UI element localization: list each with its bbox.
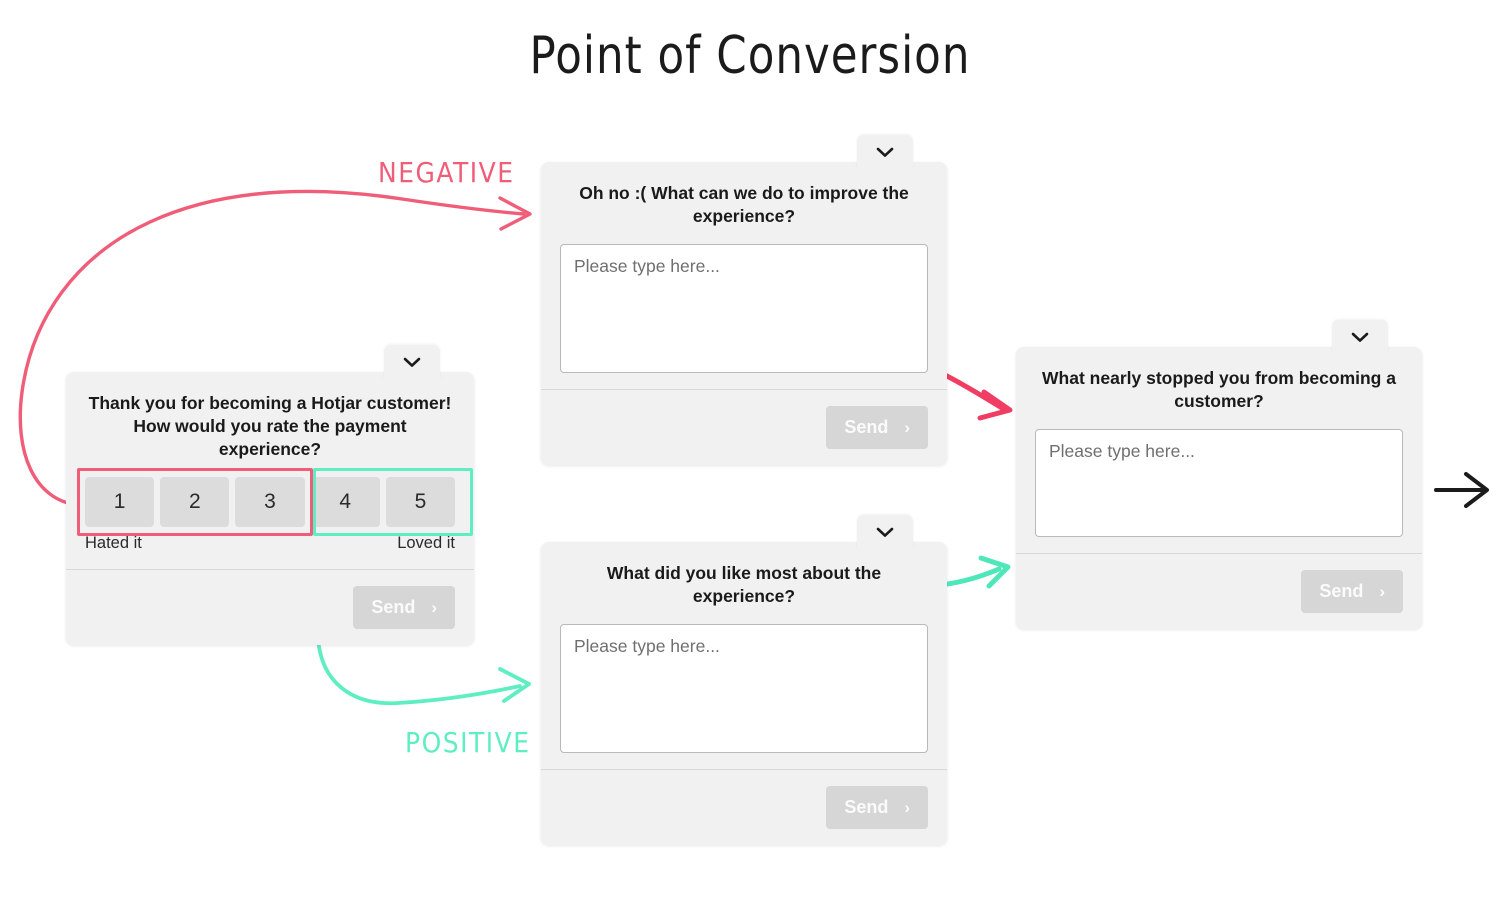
continue-right-arrow <box>1434 472 1489 508</box>
send-button-label: Send <box>1319 581 1364 602</box>
chevron-right-icon: › <box>904 798 910 818</box>
collapse-tab-followup[interactable] <box>1332 320 1388 354</box>
chevron-down-icon <box>403 357 421 367</box>
send-button-rating[interactable]: Send › <box>353 586 455 630</box>
rating-low-label: Hated it <box>85 534 142 553</box>
positive-branch-label: POSITIVE <box>405 726 531 759</box>
survey-card-rating: Thank you for becoming a Hotjar customer… <box>66 345 474 646</box>
rating-legend: Hated it Loved it <box>85 534 455 553</box>
rating-button-3[interactable]: 3 <box>235 477 305 528</box>
chevron-down-icon <box>1351 332 1369 342</box>
rating-scale: 1 2 3 4 5 <box>77 468 473 537</box>
card-body-rating: Thank you for becoming a Hotjar customer… <box>66 372 474 569</box>
card-footer-rating: Send › <box>66 569 474 645</box>
survey-card-positive: What did you like most about the experie… <box>541 515 947 846</box>
send-button-label: Send <box>844 417 889 438</box>
send-button-followup[interactable]: Send › <box>1301 570 1403 614</box>
chevron-right-icon: › <box>1379 582 1385 602</box>
question-text-followup: What nearly stopped you from becoming a … <box>1042 368 1396 412</box>
survey-card-negative: Oh no :( What can we do to improve the e… <box>541 135 947 466</box>
rating-button-5[interactable]: 5 <box>385 477 456 528</box>
send-button-negative[interactable]: Send › <box>826 406 928 450</box>
rating-high-label: Loved it <box>397 534 455 553</box>
chevron-right-icon: › <box>431 598 437 618</box>
collapse-tab-positive[interactable] <box>857 515 913 549</box>
answer-textarea-positive[interactable] <box>560 624 928 754</box>
chevron-down-icon <box>876 147 894 157</box>
rating-button-1[interactable]: 1 <box>85 477 155 528</box>
rating-button-4[interactable]: 4 <box>310 477 380 528</box>
chevron-right-icon: › <box>904 418 910 438</box>
send-button-label: Send <box>844 797 889 818</box>
card-footer-negative: Send › <box>541 389 947 465</box>
chevron-down-icon <box>876 527 894 537</box>
question-text-rating: Thank you for becoming a Hotjar customer… <box>88 393 452 460</box>
negative-to-followup-arrow <box>940 371 1013 421</box>
survey-card-followup: What nearly stopped you from becoming a … <box>1016 320 1422 630</box>
card-body-followup: What nearly stopped you from becoming a … <box>1016 347 1422 553</box>
negative-branch-label: NEGATIVE <box>378 156 515 189</box>
card-body-positive: What did you like most about the experie… <box>541 542 947 769</box>
send-button-positive[interactable]: Send › <box>826 786 928 830</box>
collapse-tab-negative[interactable] <box>857 135 913 169</box>
answer-textarea-negative[interactable] <box>560 244 928 374</box>
card-footer-followup: Send › <box>1016 553 1422 629</box>
page-title: Point of Conversion <box>529 26 971 87</box>
collapse-tab-rating[interactable] <box>384 345 440 379</box>
send-button-label: Send <box>371 597 416 618</box>
answer-textarea-followup[interactable] <box>1035 429 1403 538</box>
rating-button-2[interactable]: 2 <box>160 477 230 528</box>
question-text-positive: What did you like most about the experie… <box>606 563 882 607</box>
question-text-negative: Oh no :( What can we do to improve the e… <box>579 183 909 227</box>
card-body-negative: Oh no :( What can we do to improve the e… <box>541 162 947 389</box>
card-footer-positive: Send › <box>541 769 947 845</box>
